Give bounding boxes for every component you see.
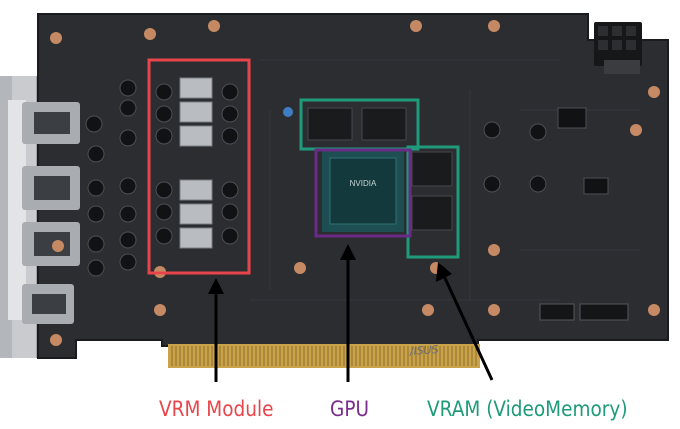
fan-headers	[539, 303, 629, 321]
power-connector	[594, 22, 642, 74]
blue-component	[283, 107, 293, 117]
vrm-module-label: VRM Module	[159, 397, 274, 421]
vram-chips	[307, 107, 453, 231]
vrm-chokes	[179, 77, 213, 249]
pcie-gold-fingers	[168, 344, 480, 368]
vrm-highlight-box	[147, 58, 251, 275]
gpu-chip-marking: NVIDIA	[350, 179, 377, 188]
capacitors	[85, 79, 239, 277]
mounting-holes	[50, 20, 660, 346]
display-ports	[22, 102, 80, 324]
vram-highlight-box-side	[406, 145, 460, 259]
vram-label: VRAM (VideoMemory)	[427, 397, 628, 421]
right-side-components	[483, 107, 609, 195]
vram-arrow	[442, 275, 494, 381]
pointer-arrows	[208, 244, 494, 382]
gpu-label: GPU	[330, 397, 369, 421]
gpu-package: NVIDIA	[322, 150, 404, 232]
brand-logo: /ISUS	[408, 343, 439, 358]
gpu-highlight-box	[314, 148, 412, 238]
